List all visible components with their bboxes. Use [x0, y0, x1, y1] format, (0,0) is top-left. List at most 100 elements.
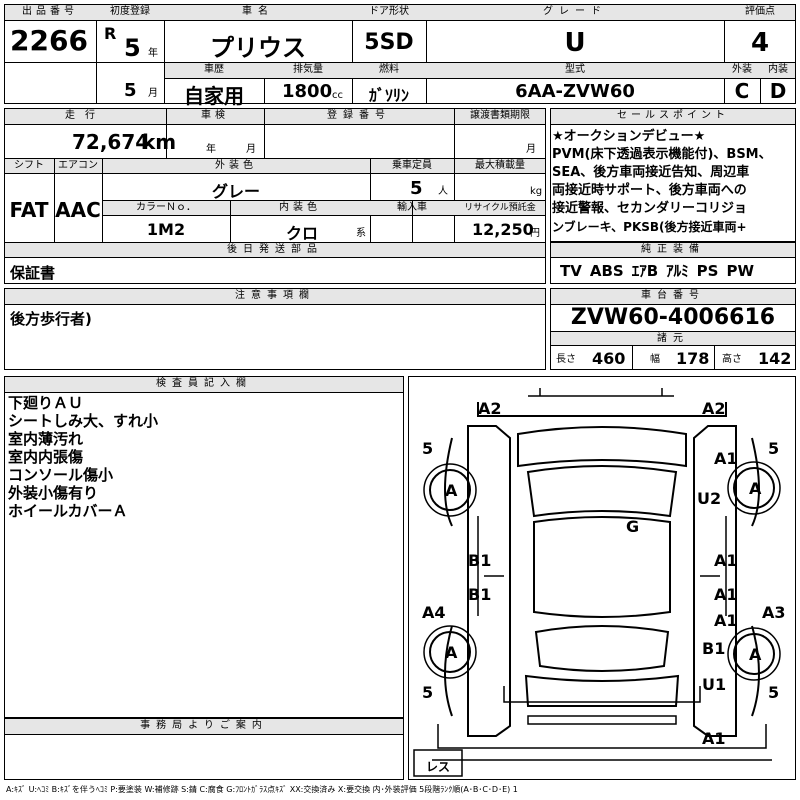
door-label: ドア形状 [369, 6, 409, 17]
capacity-value: 5 [410, 178, 423, 199]
tire-mark: 5 [768, 439, 780, 458]
later-parts-label: 後日発送部品 [227, 244, 323, 255]
model-code-label: 型式 [565, 64, 585, 75]
legend-text: A:ｷｽﾞ U:ﾍｺﾐ B:ｷｽﾞを伴うﾍｺﾐ P:要塗装 W:補修跡 S:錆 … [6, 785, 518, 794]
sales-point-line: SEA、後方車両接近告知、周辺車 [552, 165, 750, 180]
width-label: 幅 [650, 354, 660, 365]
grade-label: グレード [543, 6, 607, 17]
int-color-label: 内装色 [279, 202, 321, 213]
color-value: グレー [211, 182, 260, 201]
model-code-value: 6AA-ZVW60 [515, 81, 635, 102]
notes-label: 注意事項欄 [235, 290, 315, 301]
sales-point-line: ンブレーキ、PKSB(後方接近車両+ [552, 220, 747, 234]
spec-label: 諸元 [657, 333, 689, 344]
history-label: 車歴 [204, 64, 224, 75]
first-reg-label: 初度登録 [110, 6, 150, 17]
inspector-label: 検査員記入欄 [156, 378, 252, 389]
grade-value: U [564, 28, 586, 58]
roof-shape [533, 516, 671, 618]
notes-text: 後方歩行者) [10, 310, 92, 328]
reg-month: 5 [124, 80, 137, 101]
damage-mark: A2 [702, 399, 726, 418]
color-label: 外装色 [215, 160, 257, 171]
shift-value: FAT [9, 198, 49, 222]
inspector-line: ホイールカバーＡ [8, 502, 128, 520]
office-box [4, 718, 404, 780]
front-bumper-shape [477, 402, 727, 417]
spare-tire-box [413, 749, 463, 777]
kei-unit: 系 [356, 228, 366, 239]
damage-mark: U2 [697, 489, 722, 508]
shift-label: シフト [14, 160, 44, 171]
kg-unit: kg [530, 186, 543, 197]
damage-mark: A2 [478, 399, 502, 418]
tire-mark: 5 [768, 683, 780, 702]
ac-value: AAC [55, 198, 101, 222]
damage-mark: B1 [468, 551, 492, 570]
damage-mark: A1 [702, 729, 726, 748]
sales-point-label: セールスポイント [617, 110, 729, 121]
exterior-label: 外装 [732, 64, 752, 75]
car-diagram-svg [413, 388, 781, 777]
score-label: 評価点 [745, 6, 775, 17]
inspector-box [4, 376, 404, 718]
equipment-item: ｱﾙﾐ [666, 262, 689, 280]
tire-mark: 5 [422, 683, 434, 702]
equipment-item: ｴｱB [631, 262, 659, 280]
color-no-value: 1M2 [146, 220, 186, 239]
recycle-value: 12,250 [472, 220, 534, 239]
equipment-item: TV [560, 262, 582, 280]
max-load-label: 最大積載量 [475, 160, 525, 171]
transfer-label: 譲渡書類期限 [470, 110, 530, 121]
inspection-month-unit: 月 [246, 144, 256, 155]
length-value: 460 [592, 349, 626, 368]
spare-mark: レス [426, 760, 451, 774]
exterior-grade: C [734, 79, 750, 103]
damage-mark: A1 [714, 551, 738, 570]
length-label: 長さ [556, 354, 576, 365]
lot-no-label: 出品番号 [22, 6, 78, 17]
displacement-value: 1800 [282, 81, 333, 102]
interior-label: 内装 [768, 64, 788, 75]
capacity-label: 乗車定員 [392, 160, 432, 171]
inspector-notes: 下廻りＡＵ シートしみ大、すれ小 室内薄汚れ 室内内張傷 コンソール傷小 外装小… [8, 394, 158, 520]
sales-point-line: 接近警報、セカンダリーコリジョ [552, 201, 748, 216]
fuel-label: 燃料 [379, 64, 399, 75]
damage-mark: B1 [468, 585, 492, 604]
sales-point-lines: ★オークションデビュー★ PVM(床下透過表示機能付)、BSM、 SEA、後方車… [552, 128, 796, 236]
windshield-shape [526, 465, 678, 518]
door-type: 5SD [364, 30, 414, 55]
transfer-month-unit: 月 [526, 144, 536, 155]
reg-year: 5 [124, 34, 141, 62]
damage-mark: A1 [714, 611, 738, 630]
width-value: 178 [676, 349, 710, 368]
mileage-unit: km [142, 130, 177, 154]
inspection-year-unit: 年 [206, 144, 216, 155]
notes-box [4, 288, 546, 370]
era-mark: R [104, 24, 117, 43]
hood-shape [517, 426, 687, 468]
wheel-rr-circle [733, 633, 775, 675]
damage-mark: A [749, 645, 762, 664]
inspector-line: 下廻りＡＵ [8, 394, 84, 412]
chassis-box [550, 288, 796, 370]
person-unit: 人 [438, 186, 448, 197]
inspector-line: 室内内張傷 [8, 448, 84, 466]
month-unit: 月 [148, 88, 158, 99]
displacement-unit: cc [332, 90, 343, 101]
inspector-line: 外装小傷有り [8, 484, 99, 502]
wheel-fr-circle [733, 467, 775, 509]
equipment-item: PW [726, 262, 754, 280]
fuel-value: ｶﾞｿﾘﾝ [368, 86, 409, 105]
height-value: 142 [758, 349, 792, 368]
damage-mark: A [445, 481, 458, 500]
color-no-label: カラーＮｏ． [136, 202, 196, 213]
inspector-line: コンソール傷小 [8, 466, 114, 484]
height-label: 高さ [722, 354, 742, 365]
sales-point-line: PVM(床下透過表示機能付)、BSM、 [552, 147, 772, 162]
chassis-number: ZVW60-4006616 [570, 305, 776, 330]
import-label: 輸入車 [397, 202, 427, 213]
ac-label: エアコン [58, 160, 98, 171]
car-name-label: 車名 [242, 6, 274, 17]
wheel-fl-circle [429, 469, 471, 511]
